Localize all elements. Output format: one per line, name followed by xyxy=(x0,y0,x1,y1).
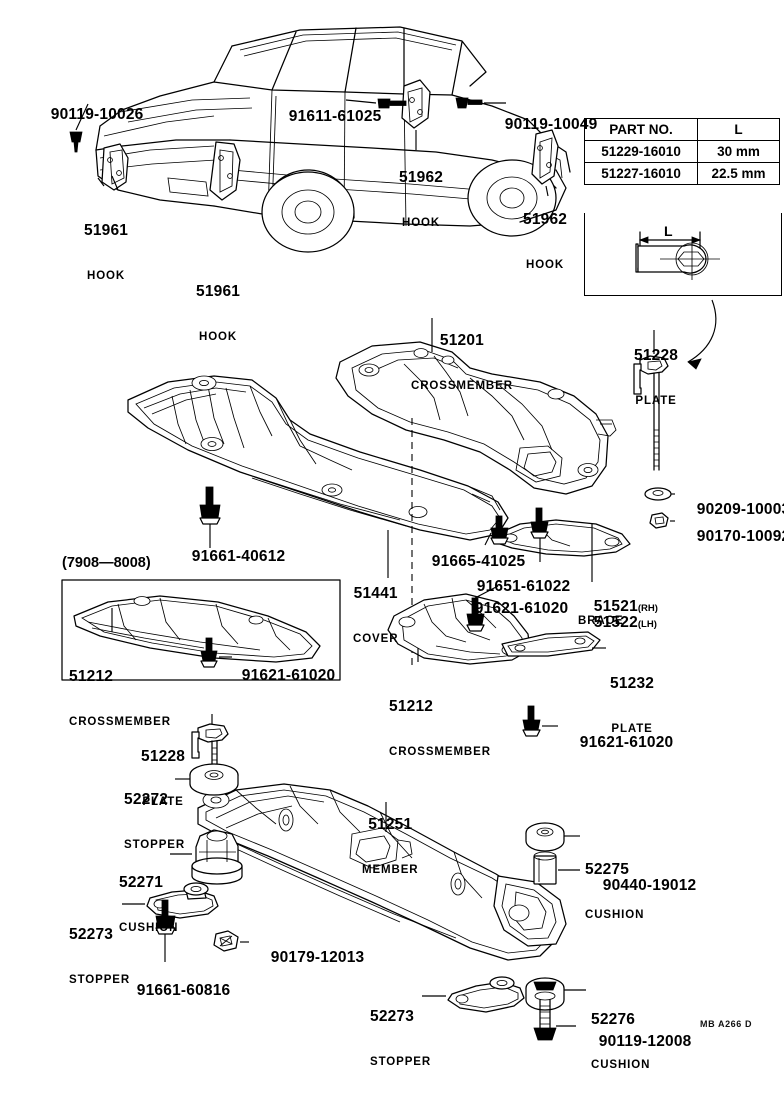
dimension-detail-drawing xyxy=(635,231,720,370)
callout-52276: 52276 CUSHION xyxy=(591,1010,651,1072)
plate-51232 xyxy=(501,631,601,657)
callout-91651-61022: 91651-61022 xyxy=(476,578,571,596)
hook-51962-rear xyxy=(531,129,559,185)
callout-51961-front: 51961 HOOK xyxy=(84,221,129,283)
callout-51251: 51251 MEMBER xyxy=(362,815,419,877)
nut-90179-12013 xyxy=(213,930,239,952)
callout-90119-10026: 90119-10026 xyxy=(50,106,144,124)
cushion-52271 xyxy=(191,829,243,885)
bolt-91665-41025 xyxy=(490,515,509,545)
callout-51228-lower: 51228 PLATE xyxy=(141,747,186,809)
plate-51228-bottom xyxy=(191,714,229,771)
cell-part-no: 51229-16010 xyxy=(583,140,699,163)
callout-90170-10092: 90170-10092 xyxy=(696,528,784,546)
hook-51961-front xyxy=(101,143,129,191)
callout-90179-12013: 90179-12013 xyxy=(270,949,365,967)
callout-91621-61020-inset: 91621-61020 xyxy=(241,667,336,685)
dimension-detail-frame xyxy=(584,213,782,296)
callout-51212-main: 51212 CROSSMEMBER xyxy=(389,697,491,759)
callout-91621-61020-lower: 91621-61020 xyxy=(579,734,674,752)
table-row: 51227-16010 22.5 mm xyxy=(583,162,780,185)
callout-51522-brace-lh: 51522(LH) xyxy=(593,614,657,632)
callout-52273-left: 52273 STOPPER xyxy=(69,925,131,987)
stopper-52273-bottom xyxy=(422,976,525,1013)
callout-91611-61025: 91611-61025 xyxy=(288,108,382,126)
inset-date-range: (7908—8008) xyxy=(62,555,151,571)
callout-52271: 52271 CUSHION xyxy=(119,873,179,935)
hook-51961-rear xyxy=(209,141,241,201)
callout-51232: 51232 PLATE xyxy=(610,674,655,736)
cushion-52276 xyxy=(525,977,586,1011)
callout-91621-61020-middle: 91621-61020 xyxy=(474,600,569,618)
callout-51201: 51201 CROSSMEMBER xyxy=(411,331,513,393)
bolt-91661-60816 xyxy=(155,899,176,935)
callout-90119-10049: 90119-10049 xyxy=(504,116,598,134)
part-number-table: PART NO. L 51229-16010 30 mm 51227-16010… xyxy=(583,118,780,185)
callout-51962-upper: 51962 HOOK xyxy=(399,168,444,230)
inset-box-crossmember-51212 xyxy=(61,579,341,681)
callout-90440-19012: 90440-19012 xyxy=(602,877,697,895)
bolt-90119-12008 xyxy=(533,999,557,1041)
cover-51441 xyxy=(127,375,509,578)
callout-52272: 52272 STOPPER xyxy=(124,790,186,852)
callout-91661-40612: 91661-40612 xyxy=(191,548,286,566)
cushion-52275 xyxy=(525,822,565,852)
stopper-52273-left xyxy=(122,882,219,919)
collar-90440-19012 xyxy=(533,851,557,885)
callout-51441: 51441 COVER xyxy=(353,584,399,646)
callout-51228-upper: 51228 PLATE xyxy=(634,346,679,408)
bolt-91661-40612 xyxy=(199,486,221,525)
hook-51962-upper xyxy=(401,79,431,129)
washer-90209-10003 xyxy=(644,487,672,501)
bolt-90119-10049 xyxy=(455,97,483,109)
cell-length: 22.5 mm xyxy=(697,162,780,185)
cell-length: 30 mm xyxy=(697,140,780,163)
callout-90119-12008: 90119-12008 xyxy=(598,1033,692,1051)
plate-51228-and-bolt xyxy=(633,330,675,529)
table-header-part-no: PART NO. xyxy=(583,118,699,141)
sheet-watermark: MB A266 D xyxy=(700,1019,753,1029)
table-header-l: L xyxy=(697,118,780,141)
stopper-52272 xyxy=(189,763,239,796)
nut-90170-10092 xyxy=(649,512,669,529)
bolt-91651-61022 xyxy=(530,507,549,539)
callout-51962-rear: 51962 HOOK xyxy=(523,210,568,272)
dimension-label-l: L xyxy=(664,223,673,239)
callout-51212-inset: 51212 CROSSMEMBER xyxy=(69,667,171,729)
table-row: 51229-16010 30 mm xyxy=(583,140,780,163)
member-51251 xyxy=(197,783,567,961)
callout-51961-rear: 51961 HOOK xyxy=(196,282,241,344)
bolt-91621-61020-inset xyxy=(200,637,218,668)
callout-brace-desc: BRACE xyxy=(578,615,624,627)
vehicle-illustration xyxy=(69,26,571,253)
callout-52273-bottom: 52273 STOPPER xyxy=(370,1007,432,1069)
bolt-91621-61020-lower xyxy=(522,705,541,737)
callout-90209-10003: 90209-10003 xyxy=(696,501,784,519)
callout-91665-41025: 91665-41025 xyxy=(431,553,526,571)
bolt-90119-10026 xyxy=(69,131,83,153)
crossmember-51201 xyxy=(335,318,617,495)
bolt-91611-61025 xyxy=(377,98,407,109)
cell-part-no: 51227-16010 xyxy=(583,162,699,185)
callout-91661-60816: 91661-60816 xyxy=(136,982,231,1000)
callout-52275: 52275 CUSHION xyxy=(585,860,645,922)
callout-51521-brace-rh: 51521(RH) xyxy=(593,598,658,616)
